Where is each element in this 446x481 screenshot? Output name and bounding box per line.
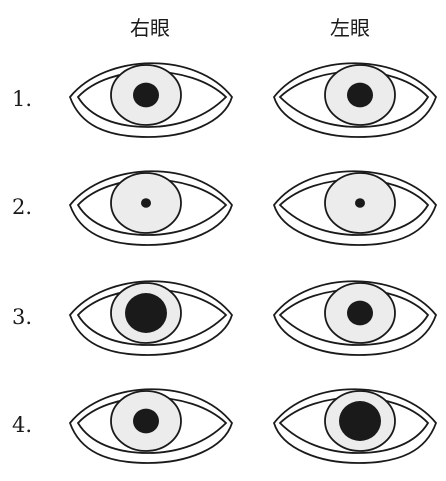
eye-row-2: 2.: [0, 153, 446, 263]
row-number: 1.: [12, 87, 33, 111]
left-eye: [273, 62, 438, 138]
right-eye: [68, 280, 233, 356]
right-eye: [68, 388, 233, 464]
pupil-normal: [133, 408, 159, 434]
right-eye: [68, 62, 233, 138]
header-right-eye: 右眼: [130, 16, 170, 40]
left-eye: [273, 388, 438, 464]
pupil-small: [355, 198, 365, 208]
pupil-normal: [347, 82, 373, 108]
pupil-small: [141, 198, 151, 208]
header-left-eye: 左眼: [330, 16, 370, 40]
eye-row-4: 4.: [0, 371, 446, 481]
row-number: 3.: [12, 305, 33, 329]
right-eye: [68, 170, 233, 246]
left-eye: [273, 280, 438, 356]
pupil-large: [125, 293, 167, 333]
left-eye: [273, 170, 438, 246]
eye-row-1: 1.: [0, 45, 446, 155]
row-number: 4.: [12, 413, 33, 437]
row-number: 2.: [12, 195, 33, 219]
eye-row-3: 3.: [0, 263, 446, 373]
pupil-normal: [133, 82, 159, 108]
pupil-large: [339, 401, 381, 441]
pupil-normal: [347, 300, 373, 326]
